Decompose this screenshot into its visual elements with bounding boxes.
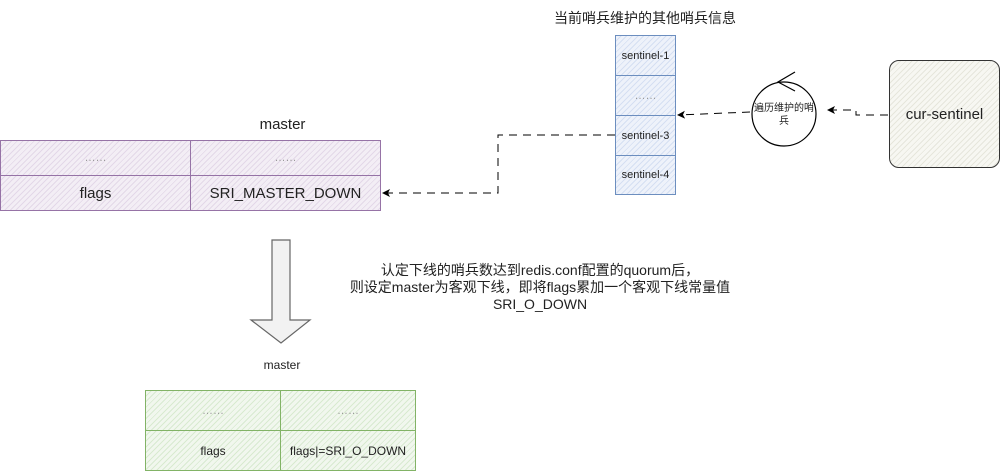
loop-circle [751, 81, 817, 147]
transition-line-2: 则设定master为客观下线，即将flags累加一个客观下线常量值 [349, 279, 731, 295]
transition-line-1: 认定下线的哨兵数达到redis.conf配置的quorum后， [380, 262, 700, 278]
connector-loop-to-list [677, 110, 751, 119]
sentinel-item: sentinel-4 [621, 169, 670, 181]
sentinel-list: sentinel-1 …… sentinel-3 sentinel-4 [615, 35, 676, 195]
master-after-row2-key: flags [146, 431, 281, 470]
sentinel-item: sentinel-1 [616, 36, 675, 76]
master-before-title: master [259, 116, 306, 133]
transition-description: 认定下线的哨兵数达到redis.conf配置的quorum后， 则设定maste… [300, 262, 780, 313]
master-after-row1-key: …… [146, 391, 281, 431]
master-after-row2-value: flags|=SRI_O_DOWN [289, 443, 407, 458]
master-before-row1-value: …… [191, 141, 380, 176]
sentinel-list-title: 当前哨兵维护的其他哨兵信息 [554, 10, 736, 26]
master-after-row1-value: …… [281, 391, 415, 431]
sentinel-item: sentinel-3 [616, 116, 675, 156]
loop-circle-label: 遍历维护的哨兵 [754, 103, 814, 127]
master-before-table: …… …… flags SRI_MASTER_DOWN [0, 140, 381, 211]
connector-cur-to-loop [827, 106, 888, 116]
master-before-row2-key: flags [1, 176, 191, 210]
connector-sentinel3-to-master [382, 134, 615, 197]
down-arrow-icon [249, 239, 312, 344]
transition-line-3: SRI_O_DOWN [492, 296, 588, 312]
master-after-table: …… …… flags flags|=SRI_O_DOWN [145, 390, 416, 471]
loop-arrow-icon [776, 71, 796, 92]
cur-sentinel-label: cur-sentinel [905, 105, 984, 123]
master-before-row2-value: SRI_MASTER_DOWN [209, 184, 362, 202]
sentinel-item: …… [616, 76, 675, 116]
master-after-title: master [263, 358, 301, 372]
master-before-row1-key: …… [1, 141, 191, 176]
cur-sentinel-box: cur-sentinel [889, 60, 1000, 168]
